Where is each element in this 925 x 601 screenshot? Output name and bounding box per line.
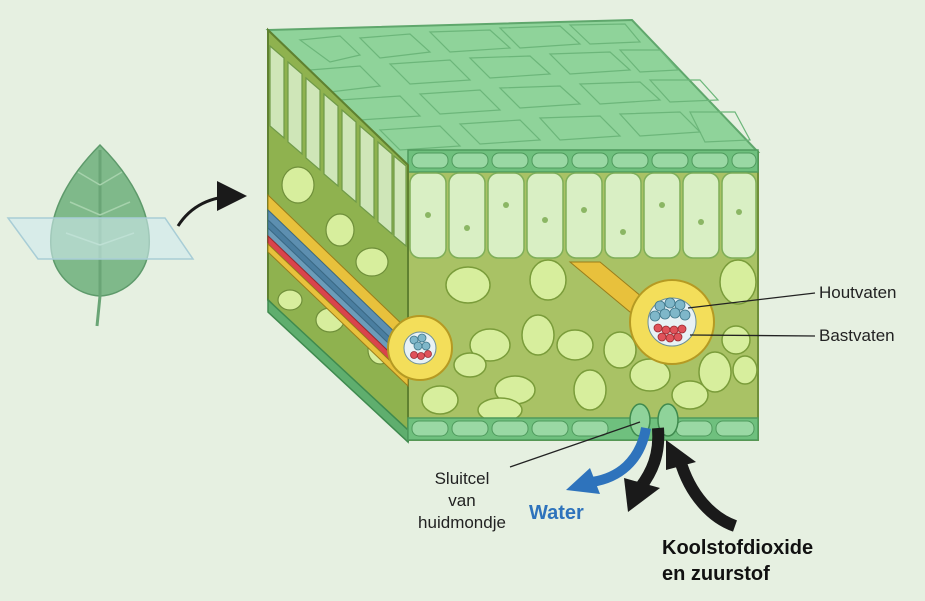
phloem-label: Bastvaten (819, 326, 895, 345)
vein-side-view (267, 193, 409, 388)
xylem-leader-line (687, 292, 816, 309)
guard-cell-leader-line (509, 421, 641, 468)
palisade-side (269, 44, 407, 248)
guard-cell-label-line-1: Sluitcel (434, 469, 490, 488)
vein-cross-section-right (629, 279, 715, 365)
phloem-leader-line (689, 334, 816, 337)
gas-arrow-out (624, 427, 665, 512)
palisade-layer (409, 172, 757, 259)
xylem-label: Houtvaten (819, 283, 897, 302)
water-arrow (566, 426, 651, 494)
gas-label: Koolstofdioxide en zuurstof (662, 535, 813, 587)
spongy-layer (421, 259, 758, 423)
curved-arrow-icon (176, 181, 247, 227)
vein-cross-section-left (387, 315, 453, 381)
gas-arrow-in (666, 440, 738, 532)
cut-plane-icon (6, 217, 195, 260)
gas-label-line-1: Koolstofdioxide (662, 537, 814, 559)
leaf-block (265, 18, 761, 444)
guard-cell-label-line-3: huidmondje (418, 513, 506, 532)
water-label: Water (529, 502, 584, 524)
lower-epidermis-side (267, 298, 409, 444)
guard-cell-label: Sluitcel van huidmondje (400, 468, 524, 534)
gas-label-line-2: en zuurstof (662, 563, 770, 585)
guard-cell-label-line-2: van (448, 491, 476, 510)
